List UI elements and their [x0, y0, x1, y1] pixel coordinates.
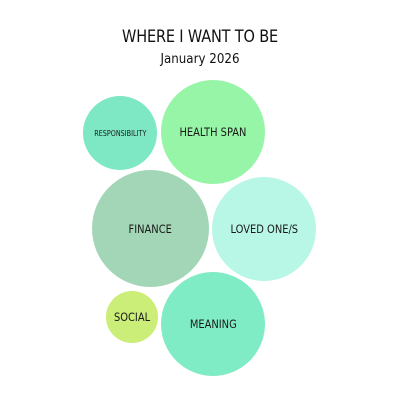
bubble-social: SOCIAL — [106, 291, 158, 343]
diagram-title: WHERE I WANT TO BE — [122, 27, 278, 46]
bubble-health-span: HEALTH SPAN — [161, 80, 265, 184]
diagram-subtitle: January 2026 — [160, 51, 240, 67]
bubble-responsibility: RESPONSIBILITY — [83, 96, 157, 170]
bubble-label-finance: FINANCE — [128, 221, 173, 236]
bubble-label-social: SOCIAL — [113, 310, 151, 324]
bubble-label-loved-ones: LOVED ONE/S — [230, 222, 298, 236]
bubble-label-meaning: MEANING — [189, 317, 237, 331]
bubble-meaning: MEANING — [161, 272, 265, 376]
bubble-loved-ones: LOVED ONE/S — [212, 177, 316, 281]
bubble-label-health-span: HEALTH SPAN — [179, 125, 247, 139]
bubble-finance: FINANCE — [92, 170, 209, 287]
bubble-label-responsibility: RESPONSIBILITY — [93, 128, 147, 138]
